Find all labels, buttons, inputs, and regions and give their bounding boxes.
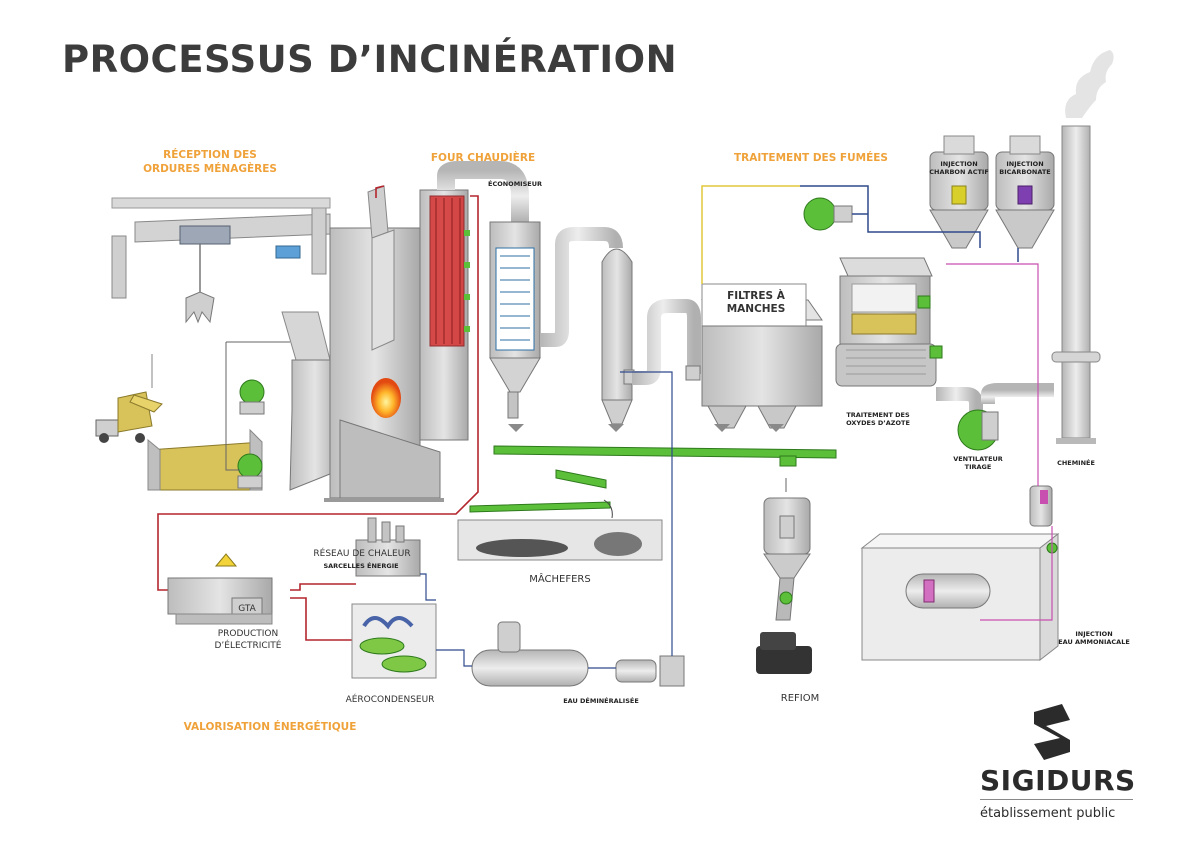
sigidurs-logo-icon <box>1034 704 1070 760</box>
ammonia-lines <box>946 263 1053 621</box>
nox-treatment <box>822 257 943 387</box>
label-aerocondenseur: AÉROCONDENSEUR <box>345 695 435 705</box>
brand-divider <box>980 799 1133 800</box>
brand-name: SIGIDURS <box>980 764 1136 797</box>
refiom-silo <box>756 478 812 674</box>
label-cheminee: CHEMINÉE <box>1057 459 1095 467</box>
steam-lines <box>157 185 479 641</box>
label-machefers: MÂCHEFERS <box>529 574 591 585</box>
injection-silos <box>929 135 1055 249</box>
section-valorisation: VALORISATION ÉNERGÉTIQUE <box>183 721 357 733</box>
flue-duct-2 <box>632 299 701 385</box>
label-filtres: FILTRES À MANCHES <box>726 290 786 315</box>
economiser <box>437 161 541 419</box>
waste-truck <box>95 354 163 443</box>
ammonia-storage <box>860 485 1060 662</box>
label-ventilateur: VENTILATEUR TIRAGE <box>953 455 1003 471</box>
brand-tagline: établissement public <box>980 806 1116 821</box>
bag-filters <box>685 283 823 429</box>
label-refiom: REFIOM <box>780 693 820 704</box>
label-sarcelles: SARCELLES ÉNERGIE <box>323 562 399 570</box>
ash-conveyor <box>493 424 837 467</box>
reagent-fan <box>803 197 853 231</box>
section-traitement: TRAITEMENT DES FUMÉES <box>733 152 888 164</box>
flue-duct-3 <box>936 387 983 414</box>
section-reception: RÉCEPTION DES ORDURES MÉNAGÈRES <box>143 149 277 175</box>
district-heating <box>355 517 421 577</box>
label-production: PRODUCTION D’ÉLECTRICITÉ <box>214 629 282 651</box>
reagent-lines <box>701 185 1019 284</box>
section-four: FOUR CHAUDIÈRE <box>430 152 536 164</box>
label-eau-demin: EAU DÉMINÉRALISÉE <box>563 697 639 705</box>
label-injection-eau: INJECTION EAU AMMONIACALE <box>1058 630 1130 646</box>
furnace-boiler <box>281 185 470 502</box>
chimney <box>1051 50 1114 444</box>
label-economiseur: ÉCONOMISEUR <box>488 180 542 188</box>
draft-fan <box>957 383 1054 451</box>
label-injection-charbon: INJECTION CHARBON ACTIF <box>929 160 989 176</box>
label-injection-bicarbonate: INJECTION BICARBONATE <box>999 160 1051 176</box>
reactor-tower <box>601 248 635 425</box>
flue-duct <box>540 227 623 347</box>
overhead-crane <box>111 197 331 324</box>
generator-gta <box>167 553 273 625</box>
label-traitement-nox: TRAITEMENT DES OXYDES D’AZOTE <box>846 411 910 427</box>
air-fans <box>225 341 290 489</box>
air-condenser <box>351 603 437 679</box>
page-title: PROCESSUS D’INCINÉRATION <box>62 38 678 81</box>
label-gta: GTA <box>238 604 256 614</box>
label-reseau: RÉSEAU DE CHALEUR <box>313 549 411 559</box>
water-tank <box>471 621 685 687</box>
water-lines <box>420 371 673 669</box>
bottom-ash-pit <box>457 469 663 561</box>
